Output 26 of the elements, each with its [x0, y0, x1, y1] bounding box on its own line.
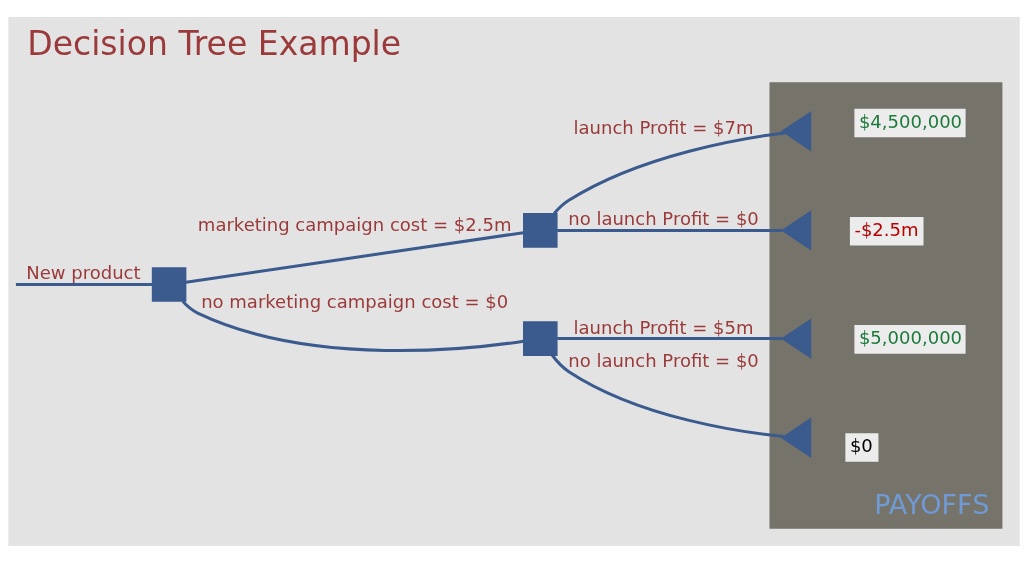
- diagram-title: Decision Tree Example: [27, 24, 402, 64]
- connector: [551, 354, 784, 438]
- connector: [553, 131, 785, 215]
- connector: [185, 231, 524, 284]
- node-box: [523, 321, 558, 356]
- connector: [181, 300, 524, 352]
- edge-label: launch Profit = $5m: [573, 316, 754, 338]
- node-label: $5,000,000: [858, 327, 963, 349]
- edge-label: no launch Profit = $0: [568, 349, 759, 371]
- edge-label: New product: [26, 262, 141, 284]
- node-label: $4,500,000: [858, 110, 963, 132]
- node-box: [151, 267, 187, 302]
- connector: [557, 337, 782, 341]
- edge-label: no launch Profit = $0: [568, 208, 759, 230]
- node-label: -$2.5m: [854, 218, 919, 240]
- node-box: [523, 213, 558, 248]
- node-triangle: [780, 417, 812, 458]
- node-label: $0: [849, 435, 873, 457]
- edge-label: launch Profit = $7m: [573, 116, 754, 138]
- node-triangle: [780, 210, 812, 251]
- node-triangle: [780, 111, 812, 152]
- node-triangle: [780, 318, 812, 359]
- connector: [15, 283, 153, 286]
- connector: [557, 228, 782, 232]
- edge-label: no marketing campaign cost = $0: [201, 290, 509, 312]
- edge-label: marketing campaign cost = $2.5m: [197, 214, 512, 236]
